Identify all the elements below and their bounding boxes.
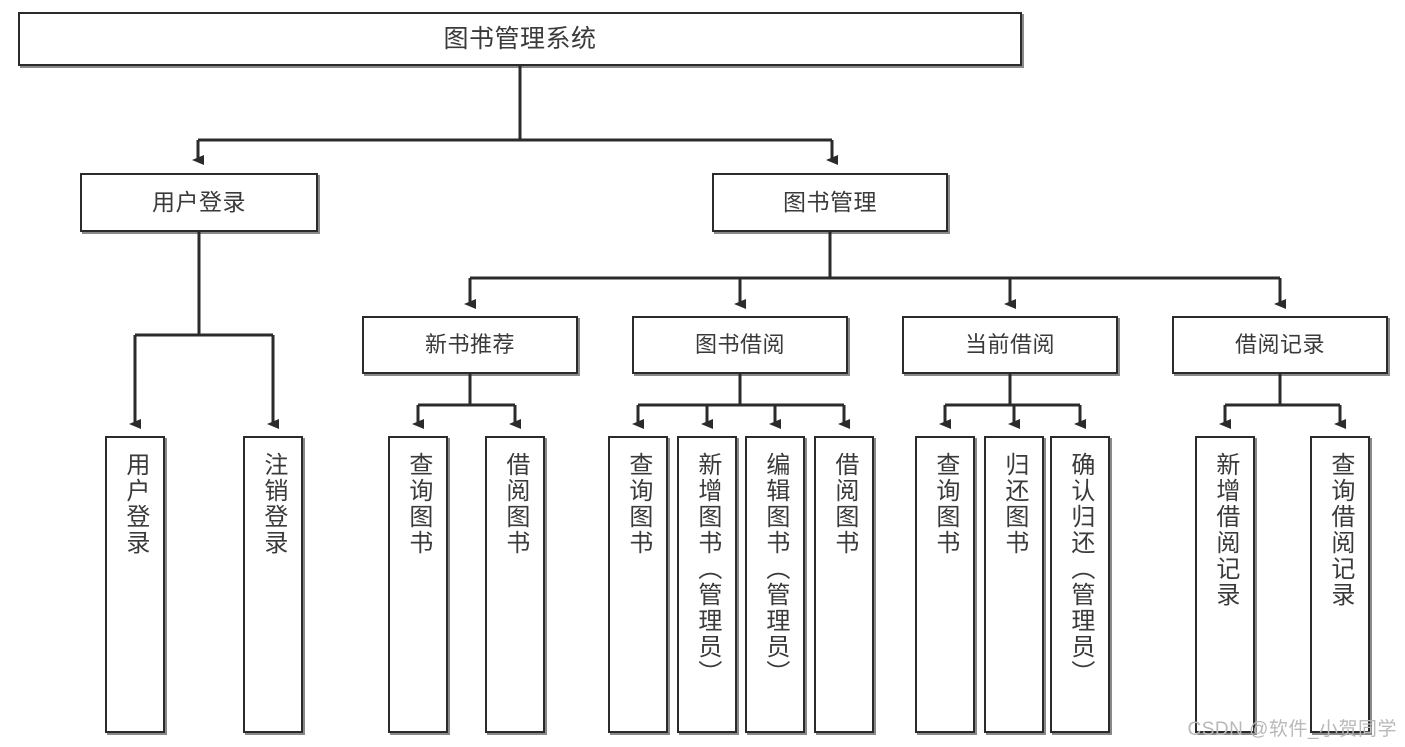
node-user-login-label: 用户登录 xyxy=(152,188,246,215)
node-leaf-query-book-3[interactable]: 查询图书 xyxy=(915,436,975,733)
watermark: CSDN @软件_小贺同学 xyxy=(1187,719,1397,740)
node-current-borrow-label: 当前借阅 xyxy=(964,331,1055,357)
node-leaf-edit-book[interactable]: 编辑图书（管理员） xyxy=(745,436,805,733)
node-leaf-borrow-book-2-label: 借阅图书 xyxy=(830,452,858,556)
node-leaf-confirm-return[interactable]: 确认归还（管理员） xyxy=(1050,436,1110,733)
node-leaf-query-record-label: 查询借阅记录 xyxy=(1326,452,1354,608)
node-current-borrow[interactable]: 当前借阅 xyxy=(902,316,1118,374)
node-leaf-confirm-return-label: 确认归还（管理员） xyxy=(1066,452,1094,686)
node-leaf-query-record[interactable]: 查询借阅记录 xyxy=(1310,436,1370,733)
node-root-label: 图书管理系统 xyxy=(443,25,597,53)
node-leaf-add-book[interactable]: 新增图书（管理员） xyxy=(677,436,737,733)
node-leaf-borrow-book-1[interactable]: 借阅图书 xyxy=(485,436,545,733)
node-new-book-rec-label: 新书推荐 xyxy=(424,331,515,357)
node-book-borrow[interactable]: 图书借阅 xyxy=(632,316,848,374)
node-book-manage-label: 图书管理 xyxy=(783,188,877,215)
node-leaf-user-login[interactable]: 用户登录 xyxy=(105,436,165,733)
node-leaf-query-book-2-label: 查询图书 xyxy=(624,452,652,556)
node-leaf-add-record[interactable]: 新增借阅记录 xyxy=(1195,436,1255,733)
node-leaf-user-logout-label: 注销登录 xyxy=(259,452,287,556)
node-leaf-add-record-label: 新增借阅记录 xyxy=(1211,452,1239,608)
node-leaf-borrow-book-1-label: 借阅图书 xyxy=(501,452,529,556)
node-borrow-record[interactable]: 借阅记录 xyxy=(1172,316,1388,374)
node-leaf-query-book-3-label: 查询图书 xyxy=(931,452,959,556)
node-leaf-user-logout[interactable]: 注销登录 xyxy=(243,436,303,733)
node-user-login[interactable]: 用户登录 xyxy=(80,173,318,232)
node-leaf-borrow-book-2[interactable]: 借阅图书 xyxy=(814,436,874,733)
node-root[interactable]: 图书管理系统 xyxy=(18,12,1022,66)
node-leaf-user-login-label: 用户登录 xyxy=(121,452,149,556)
node-book-borrow-label: 图书借阅 xyxy=(694,331,785,357)
node-leaf-edit-book-label: 编辑图书（管理员） xyxy=(761,452,789,686)
node-leaf-query-book-1[interactable]: 查询图书 xyxy=(388,436,448,733)
node-leaf-return-book[interactable]: 归还图书 xyxy=(984,436,1044,733)
node-leaf-return-book-label: 归还图书 xyxy=(1000,452,1028,556)
node-leaf-add-book-label: 新增图书（管理员） xyxy=(693,452,721,686)
node-leaf-query-book-1-label: 查询图书 xyxy=(404,452,432,556)
node-book-manage[interactable]: 图书管理 xyxy=(712,173,948,232)
node-borrow-record-label: 借阅记录 xyxy=(1234,331,1325,357)
node-new-book-rec[interactable]: 新书推荐 xyxy=(362,316,578,374)
node-leaf-query-book-2[interactable]: 查询图书 xyxy=(608,436,668,733)
